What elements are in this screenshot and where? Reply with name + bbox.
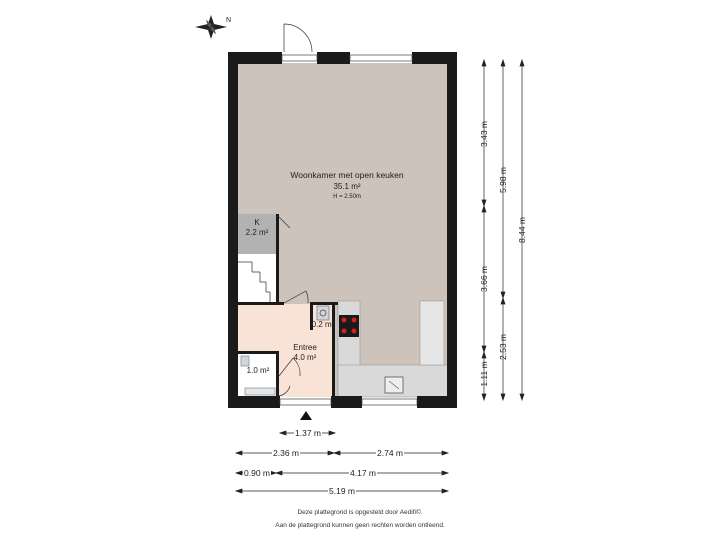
dim-bottom-row2-1: 2.36 m [273, 448, 299, 458]
closet-name: K [254, 218, 260, 227]
closet-floor [238, 214, 278, 254]
stairs-floor [238, 254, 278, 304]
entrance-arrow-icon [300, 411, 312, 420]
compass-icon: N [195, 15, 231, 39]
small-unit-area: 0.2 m² [312, 320, 335, 329]
top-windows [281, 54, 413, 62]
dim-right-outer: 8.44 m [517, 217, 527, 243]
living-room-height: H = 2.50m [333, 194, 361, 200]
toilet-sink [244, 387, 276, 396]
exterior-walls [228, 52, 457, 408]
dim-right-mid-1: 5.98 m [498, 167, 508, 193]
dim-bottom-row4: 5.19 m [329, 486, 355, 496]
toilet-fixture [240, 355, 250, 367]
dim-right-inner-1: 3.43 m [479, 121, 489, 147]
dim-bottom-row1: 1.37 m [295, 428, 321, 438]
cooktop [339, 315, 359, 337]
living-room-area: 35.1 m² [333, 182, 360, 191]
dim-bottom-row3-2: 4.17 m [350, 468, 376, 478]
dim-right-mid-2: 2.53 m [498, 334, 508, 360]
entrance-name: Entree [293, 343, 317, 352]
dim-bottom-row3-1: 0.90 m [244, 468, 270, 478]
footer-line-2: Aan de plattegrond kunnen geen rechten w… [275, 522, 445, 529]
toilet-area: 1.0 m² [247, 366, 270, 375]
meter-box [316, 305, 330, 321]
closet-area: 2.2 m² [246, 228, 269, 237]
interior-walls [238, 214, 338, 397]
stairs [238, 261, 271, 304]
bottom-openings [279, 398, 418, 406]
entrance-area: 4.0 m² [294, 353, 317, 362]
dimension-lines-bottom [234, 430, 450, 494]
dim-bottom-row2-2: 2.74 m [377, 448, 403, 458]
dim-right-inner-2: 3.66 m [479, 266, 489, 292]
door-swings [277, 23, 313, 397]
footer-line-1: Deze plattegrond is opgesteld door Aedif… [297, 509, 423, 516]
kitchen-counter-right [419, 300, 445, 366]
dim-right-inner-3: 1.11 m [479, 361, 489, 386]
living-room-name: Woonkamer met open keuken [290, 170, 404, 180]
compass-north-label: N [226, 17, 231, 24]
dimension-lines-right [481, 58, 525, 402]
cooktop-burners [341, 317, 357, 334]
